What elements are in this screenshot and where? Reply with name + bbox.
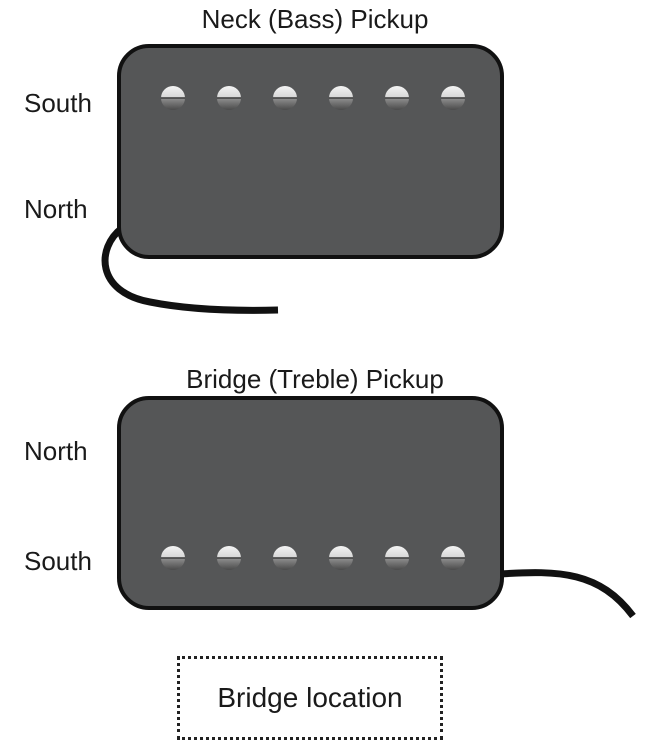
bridge-pickup-body <box>117 396 504 610</box>
neck-pickup-title: Neck (Bass) Pickup <box>201 4 429 34</box>
bridge-location-box: Bridge location <box>177 656 443 740</box>
bridge-pickup-title: Bridge (Treble) Pickup <box>186 364 444 394</box>
neck-north-label: North <box>24 194 88 224</box>
bridge-location-label: Bridge location <box>217 682 403 713</box>
bridge-pole-pieces <box>161 546 465 570</box>
bridge-pickup-wire <box>499 569 636 619</box>
neck-south-label: South <box>24 88 92 118</box>
neck-pickup-wire <box>101 225 279 314</box>
neck-pole-pieces <box>161 86 465 110</box>
bridge-north-label: North <box>24 436 88 466</box>
neck-pickup-body <box>117 44 504 259</box>
bridge-south-label: South <box>24 546 92 576</box>
